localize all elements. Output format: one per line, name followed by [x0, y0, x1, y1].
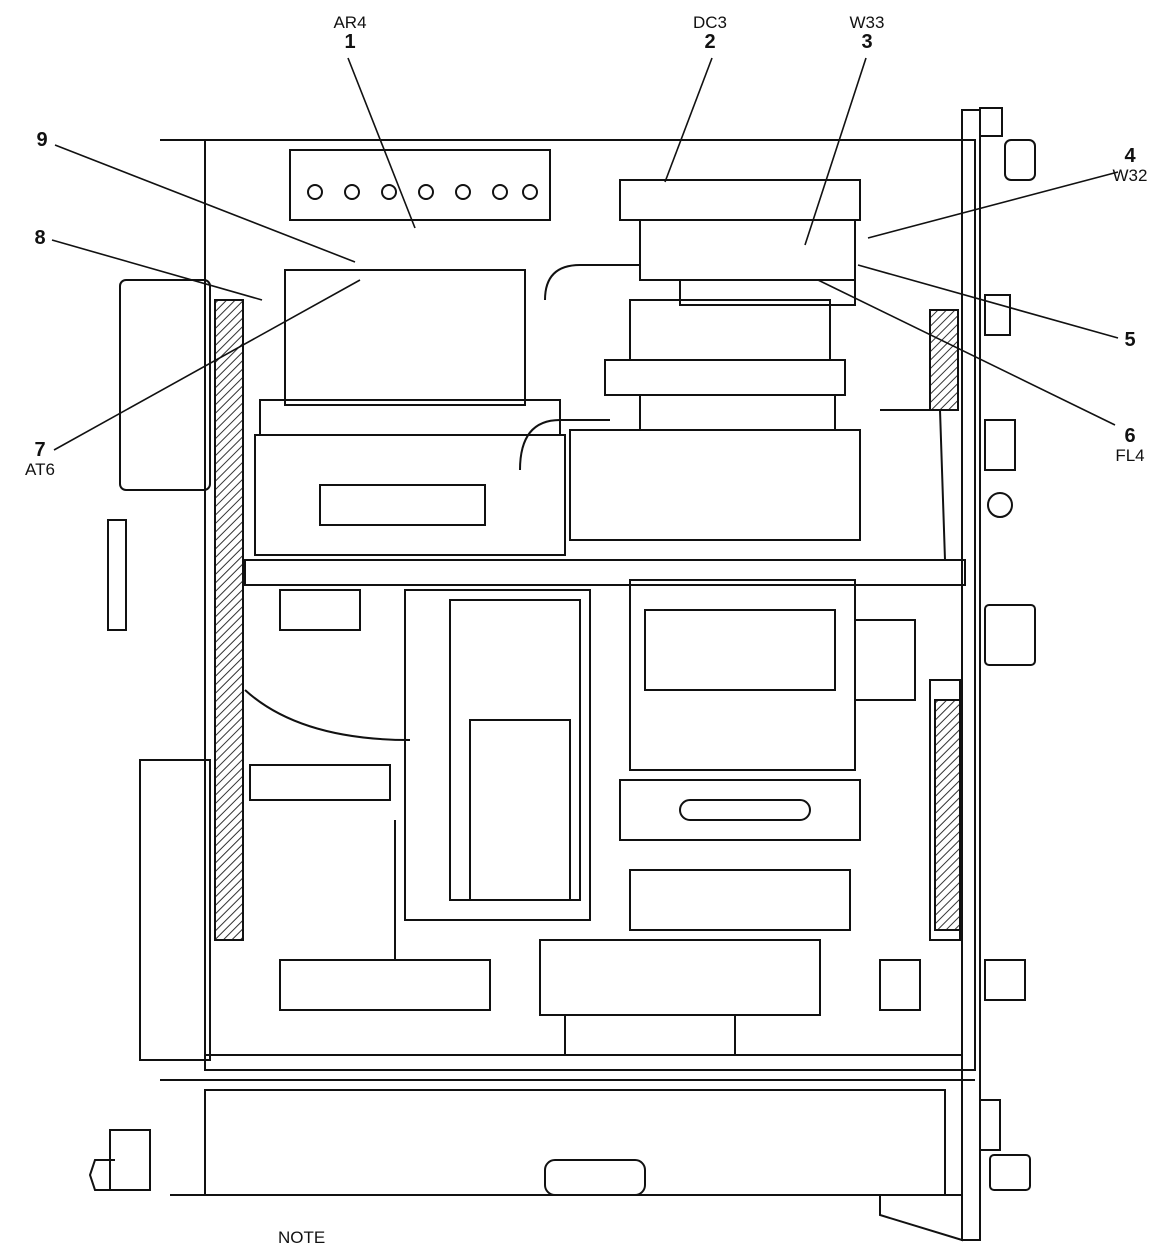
note-label: NOTE — [278, 1228, 326, 1247]
callout-ref: AR4 — [333, 13, 367, 32]
callout-ref: DC3 — [692, 13, 727, 32]
callout-w32: 4 W32 — [1100, 146, 1160, 185]
callout-ref: AT6 — [25, 460, 55, 479]
callout-ref: FL4 — [1115, 446, 1145, 465]
callout-ref: W32 — [1112, 166, 1148, 185]
callout-number: 8 — [34, 227, 46, 249]
callout-dc3: DC3 2 — [680, 14, 740, 53]
callout-number: 3 — [861, 30, 873, 53]
leader-lines — [51, 57, 1119, 451]
front-panel — [961, 109, 981, 1241]
callout-number: 1 — [344, 30, 356, 53]
left-rail — [214, 299, 244, 941]
callout-8: 8 — [20, 228, 60, 249]
callout-ar4: AR4 1 — [320, 14, 380, 53]
callout-ref: W33 — [849, 13, 885, 32]
callout-fl4: 6 FL4 — [1100, 426, 1160, 465]
bottom-drawer — [204, 1089, 946, 1196]
callout-at6: 7 AT6 — [10, 440, 70, 479]
callout-number: 2 — [704, 30, 716, 53]
callout-w33: W33 3 — [837, 14, 897, 53]
callout-9: 9 — [22, 130, 62, 151]
callout-number: 6 — [1124, 425, 1136, 447]
callout-number: 5 — [1124, 329, 1136, 351]
ar4-module — [289, 149, 551, 221]
callout-number: 7 — [34, 439, 46, 461]
callout-number: 9 — [36, 129, 48, 151]
callout-5: 5 — [1110, 330, 1150, 351]
callout-number: 4 — [1124, 145, 1136, 167]
